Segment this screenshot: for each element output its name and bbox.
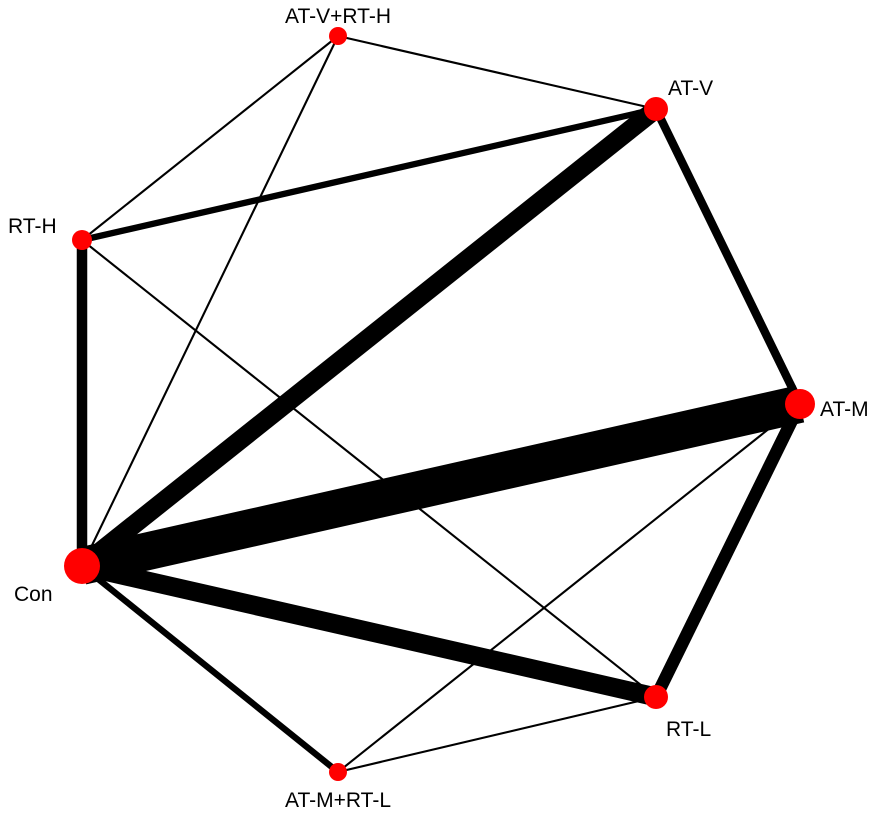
edge-atv-atm [652, 107, 804, 406]
node-label-atm: AT-M [820, 398, 869, 421]
edge-atv-rth [81, 105, 657, 244]
edge-atm-con [77, 385, 805, 585]
node-label-atv: AT-V [668, 77, 713, 100]
node-rth [72, 230, 92, 250]
node-layer [64, 27, 815, 781]
node-rtl [644, 685, 668, 709]
node-atm-rtl [329, 763, 347, 781]
edge-atm-rtl [650, 401, 806, 700]
edge-atv-rth-atv [337, 34, 657, 111]
label-layer: AT-V+RT-H AT-V RT-H AT-M Con RT-L AT-M+R… [8, 5, 869, 812]
edge-rtl-atm-rtl [337, 695, 657, 774]
node-atv [644, 97, 668, 121]
node-label-con: Con [14, 583, 53, 606]
node-label-rth: RT-H [8, 215, 57, 238]
node-atv-rth [329, 27, 347, 45]
edge-atv-con [76, 101, 662, 574]
node-atm [785, 389, 815, 419]
edge-atv-rth-rth [81, 35, 339, 241]
node-label-atm-rtl: AT-M+RT-L [285, 789, 391, 812]
edge-layer [76, 34, 806, 775]
node-label-atv-rth: AT-V+RT-H [285, 5, 391, 28]
edge-atv-rth-con [81, 35, 339, 567]
edge-rth-rtl [81, 239, 657, 698]
edge-con-rtl [79, 556, 659, 707]
edge-atm-atm-rtl [337, 403, 801, 773]
edge-con-atm-rtl [80, 563, 340, 775]
node-con [64, 548, 100, 584]
node-label-rtl: RT-L [666, 718, 711, 741]
